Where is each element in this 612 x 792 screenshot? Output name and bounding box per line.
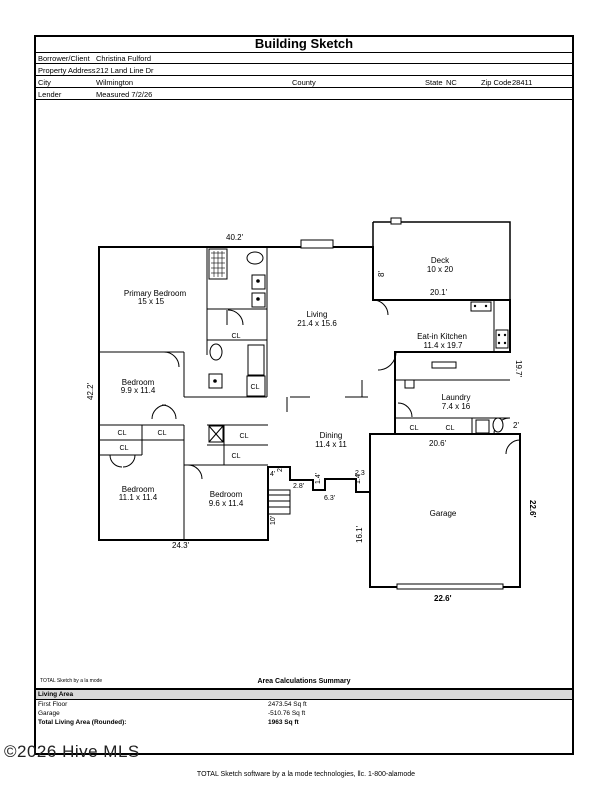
lender-value: Measured 7/2/26 <box>96 90 153 99</box>
toilet-icon <box>246 251 264 265</box>
dim-kitchen-side: 19.7' <box>514 360 523 378</box>
property-value: 212 Land Line Dr <box>96 66 154 75</box>
closet-label: CL <box>410 425 419 432</box>
dim-garage-top: 20.6' <box>429 439 447 448</box>
closet-label: CL <box>232 453 241 460</box>
watermark: ©2026 Hive MLS <box>4 742 140 761</box>
dim-garage-bottom: 22.6' <box>434 594 452 603</box>
closet-label: CL <box>240 433 249 440</box>
small-credit: TOTAL Sketch by a la mode <box>40 678 103 684</box>
property-row: Property Address 212 Land Line Dr <box>36 65 572 76</box>
bedroom2-dims: 11.1 x 11.4 <box>119 493 158 502</box>
footer-credit: TOTAL Sketch software by a la mode techn… <box>196 771 416 778</box>
closet-label: CL <box>446 425 455 432</box>
deck-label: Deck <box>431 256 450 265</box>
kitchen-dims: 11.4 x 19.7 <box>424 341 464 350</box>
table-row: First Floor 2473.54 Sq ft <box>36 700 572 709</box>
laundry-label: Laundry <box>442 393 471 402</box>
bedroom3-dims: 9.6 x 11.4 <box>209 499 244 508</box>
row-label: Garage <box>38 710 60 717</box>
row-label: Total Living Area (Rounded): <box>38 719 127 726</box>
dim-step2: 1.4' <box>355 473 362 484</box>
lender-row: Lender Measured 7/2/26 <box>36 89 572 100</box>
deck-dims: 10 x 20 <box>427 265 454 274</box>
state-label: State <box>425 78 443 87</box>
fireplace-icon <box>300 239 334 249</box>
city-value: Wilmington <box>96 78 134 87</box>
property-label: Property Address <box>38 66 96 75</box>
document-frame <box>34 35 574 755</box>
dim-step1: 2.3 <box>355 470 365 477</box>
table-row: Total Living Area (Rounded): 1963 Sq ft <box>36 718 572 727</box>
kitchen-label: Eat-in Kitchen <box>417 332 467 341</box>
dim-top: 40.2' <box>226 233 244 242</box>
row-value: 1963 Sq ft <box>268 719 299 726</box>
dim-step4: 2.8' <box>293 483 304 490</box>
borrower-label: Borrower/Client <box>38 54 90 63</box>
borrower-value: Christina Fulford <box>96 54 152 63</box>
closet-label: CL <box>232 333 241 340</box>
dim-garage-right: 22.6' <box>528 500 537 518</box>
zip-label: Zip Code <box>481 78 512 87</box>
living-dims: 21.4 x 15.6 <box>297 319 337 328</box>
garage-door-icon <box>396 583 504 590</box>
borrower-row: Borrower/Client Christina Fulford <box>36 53 572 64</box>
dim-step8: 10' <box>270 516 277 525</box>
zip-value: 28411 <box>512 78 533 87</box>
closet-label: CL <box>158 430 167 437</box>
primary-bedroom-label: Primary Bedroom <box>124 289 187 298</box>
city-row: City Wilmington County State NC Zip Code… <box>36 77 572 88</box>
closet-label: CL <box>251 384 260 391</box>
bedroom1-label: Bedroom <box>122 378 155 387</box>
row-label: First Floor <box>38 701 68 708</box>
sink-icon <box>470 301 492 312</box>
state-value: NC <box>446 78 457 87</box>
dim-step5: 1.4' <box>315 473 322 484</box>
lender-label: Lender <box>38 90 62 99</box>
dim-deck-bottom: 20.1' <box>430 288 448 297</box>
dining-dims: 11.4 x 11 <box>315 440 347 449</box>
stove-icon <box>495 329 509 349</box>
dim-step7: 2' <box>277 467 284 472</box>
dim-step3: 6.3' <box>324 495 335 502</box>
row-value: -510.76 Sq ft <box>268 710 306 717</box>
deck-outline <box>372 221 511 300</box>
dim-step6: 4' <box>270 471 275 478</box>
summary-heading: Area Calculations Summary <box>257 678 351 685</box>
dim-bottom: 24.3' <box>172 541 190 550</box>
table-row: Garage -510.76 Sq ft <box>36 709 572 718</box>
dim-left: 42.2' <box>86 382 95 400</box>
garage-label: Garage <box>430 509 457 518</box>
row-value: 2473.54 Sq ft <box>268 701 307 708</box>
primary-bedroom-dims: 15 x 15 <box>138 297 165 306</box>
summary-section-header: Living Area <box>36 690 572 700</box>
dim-deck-side: 8' <box>377 271 386 277</box>
dim-laundry-side: 2' <box>513 421 519 430</box>
living-label: Living <box>307 310 328 319</box>
county-label: County <box>292 78 316 87</box>
area-summary-table: Living Area First Floor 2473.54 Sq ft Ga… <box>36 688 572 755</box>
closet-label: CL <box>120 445 129 452</box>
laundry-dims: 7.4 x 16 <box>442 402 471 411</box>
dim-garage-left: 16.1' <box>355 525 364 543</box>
city-label: City <box>38 78 51 87</box>
house-outline <box>98 246 511 541</box>
dining-label: Dining <box>320 431 343 440</box>
page-title: Building Sketch <box>36 36 572 53</box>
closet-label: CL <box>118 430 127 437</box>
bedroom3-label: Bedroom <box>210 490 243 499</box>
bedroom1-dims: 9.9 x 11.4 <box>121 386 156 395</box>
bedroom2-label: Bedroom <box>122 485 155 494</box>
